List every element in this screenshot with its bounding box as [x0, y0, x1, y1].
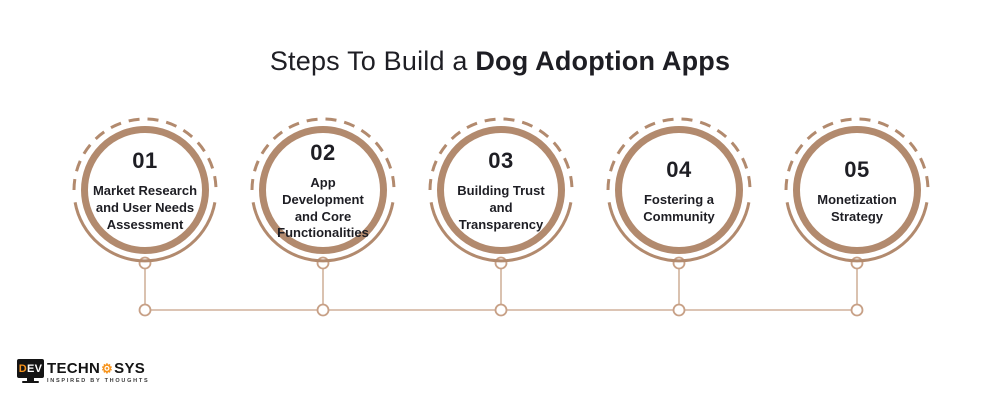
- step-number: 02: [310, 139, 336, 165]
- step-circle: [615, 126, 743, 254]
- gear-icon: ⚙: [101, 361, 114, 376]
- node-icon: [494, 303, 508, 317]
- step-label: Monetization Strategy: [817, 191, 897, 224]
- logo-brand: TECHN⚙SYS: [47, 361, 149, 376]
- step-circle: [793, 126, 921, 254]
- step-content: 01 Market Research and User Needs Assess…: [91, 139, 199, 243]
- step-2: 02 App Development and Core Functionalit…: [248, 115, 398, 265]
- step-4: 04 Fostering a Community: [604, 115, 754, 265]
- title-regular: Steps To Build a: [269, 46, 476, 76]
- step-5: 05 Monetization Strategy: [782, 115, 932, 265]
- logo-brand-part1: TECHN: [47, 360, 101, 377]
- dashed-ring-icon: [72, 117, 218, 263]
- node-icon: [138, 303, 152, 317]
- step-label: Market Research and User Needs Assessmen…: [92, 183, 198, 232]
- step-number: 01: [132, 148, 158, 174]
- step-circle: [81, 126, 209, 254]
- step-number: 03: [488, 148, 514, 174]
- step-content: 02 App Development and Core Functionalit…: [269, 139, 377, 243]
- title-bold: Dog Adoption Apps: [475, 46, 731, 76]
- logo-tagline: INSPIRED BY THOUGHTS: [47, 378, 150, 384]
- step-circle: [437, 126, 565, 254]
- node-icon: [316, 303, 330, 317]
- dashed-ring-icon: [606, 117, 752, 263]
- node-icon: [850, 303, 864, 317]
- dashed-ring-icon: [428, 117, 574, 263]
- logo-screen-letters-ev: EV: [26, 362, 43, 375]
- step-label: Fostering a Community: [643, 191, 715, 224]
- logo-screen-letter-d: D: [18, 362, 27, 375]
- step-content: 04 Fostering a Community: [625, 139, 733, 243]
- step-1: 01 Market Research and User Needs Assess…: [70, 115, 220, 265]
- monitor-stand: [27, 378, 34, 381]
- dashed-ring-icon: [250, 117, 396, 263]
- step-circle: [259, 126, 387, 254]
- dashed-ring-icon: [784, 117, 930, 263]
- step-content: 05 Monetization Strategy: [803, 139, 911, 243]
- step-content: 03 Building Trust and Transparency: [447, 139, 555, 243]
- step-label: App Development and Core Functionalities: [277, 174, 369, 241]
- monitor-foot: [22, 381, 39, 383]
- step-number: 04: [666, 156, 692, 182]
- step-number: 05: [844, 156, 870, 182]
- logo-brand-part2: SYS: [114, 360, 146, 377]
- node-icon: [672, 303, 686, 317]
- logo-text: TECHN⚙SYS INSPIRED BY THOUGHTS: [47, 359, 149, 384]
- page-title: Steps To Build a Dog Adoption Apps: [0, 46, 1000, 77]
- step-label: Building Trust and Transparency: [457, 183, 545, 232]
- step-3: 03 Building Trust and Transparency: [426, 115, 576, 265]
